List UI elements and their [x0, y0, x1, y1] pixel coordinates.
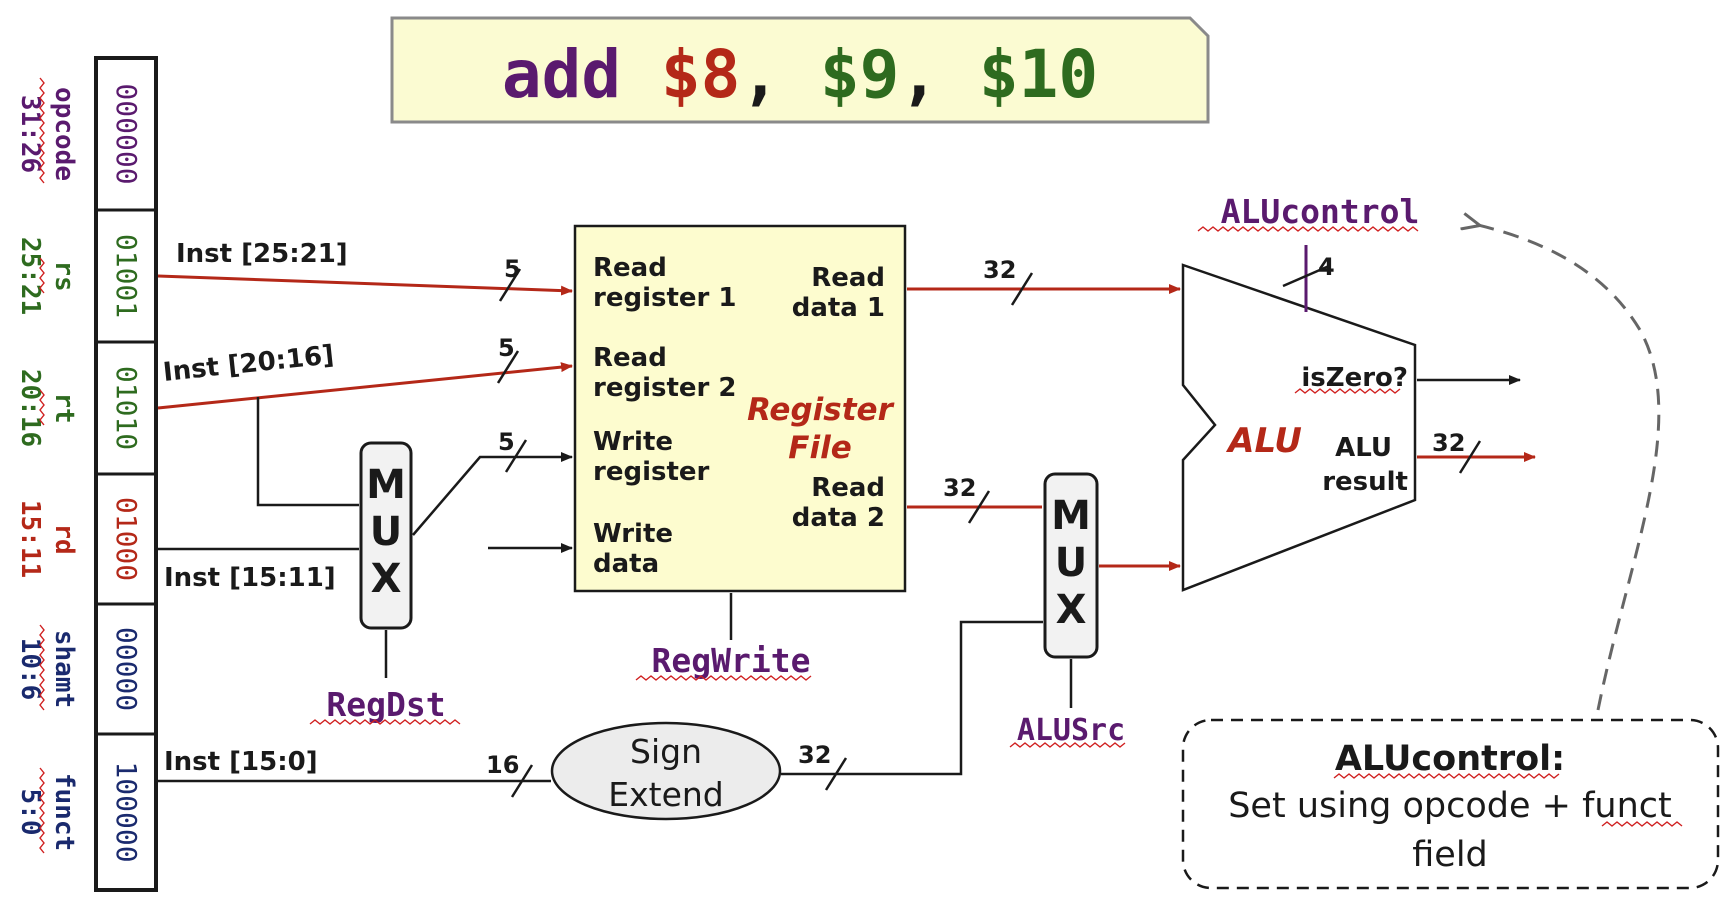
sign-extend: Sign Extend [550, 721, 782, 821]
read-data-1-label-l1: Read [811, 263, 885, 293]
width-32b: 32 [943, 474, 976, 502]
width-32a: 32 [983, 256, 1016, 284]
width-5b: 5 [498, 334, 515, 362]
alu-result-label-l2: result [1322, 467, 1408, 497]
regdst-mux-letter-x: X [371, 556, 402, 602]
alucontrol-note: ALUcontrol: Set using opcode + funct fie… [1181, 225, 1720, 890]
read-data-1-label-l2: data 1 [792, 293, 885, 323]
field-name-rd: rd [49, 523, 79, 554]
regdst-signal-label: RegDst [326, 685, 445, 724]
slash-5c [504, 439, 528, 473]
read-register-2-label-l2: register 2 [593, 373, 736, 403]
regdst-mux: M U X [359, 441, 413, 630]
alu-iszero-label: isZero? [1301, 363, 1408, 393]
wire-rt-to-regdst-mux [256, 397, 359, 507]
field-name-opcode: opcode [49, 87, 79, 181]
note-title: ALUcontrol: [1335, 739, 1565, 779]
alu: ALU isZero? ALU result [1181, 263, 1417, 592]
regdst-mux-letter-m: M [366, 462, 406, 508]
field-name-rt: rt [49, 392, 79, 423]
alusrc-mux-letter-x: X [1056, 587, 1087, 633]
read-register-1-label-l1: Read [593, 253, 667, 283]
field-value-rt: 01010 [110, 366, 143, 450]
alusrc-mux: M U X [1043, 472, 1099, 659]
slash-32a [1010, 272, 1034, 306]
wire-regdst-mux-to-write-reg [412, 452, 573, 536]
control-signals: RegDst RegWrite ALUSrc ALUcontrol [309, 192, 1420, 748]
regwrite-signal-label: RegWrite [652, 641, 811, 680]
wire-rs-to-read-reg1 [157, 274, 573, 296]
slash-32d [824, 757, 848, 791]
wire-sign-extend-to-mux [781, 620, 1043, 776]
width-5a: 5 [504, 255, 521, 283]
write-register-label-l1: Write [593, 427, 673, 457]
register-file: Read register 1 Read register 2 Write re… [573, 224, 907, 593]
field-labels: opcode 31:26 rs 25:21 rt 20:16 rd 15:11 … [15, 77, 79, 854]
field-value-funct: 100000 [110, 761, 143, 862]
inst-15-0-label: Inst [15:0] [164, 747, 318, 777]
width-16: 16 [486, 751, 519, 779]
slash-5a [498, 268, 522, 302]
sign-extend-label-l2: Extend [608, 775, 723, 814]
field-value-rd: 01000 [110, 497, 143, 581]
inst-25-21-label: Inst [25:21] [176, 239, 348, 269]
field-value-rs: 01001 [110, 234, 143, 318]
alusrc-mux-letter-m: M [1051, 493, 1091, 539]
alusrc-mux-letter-u: U [1055, 540, 1087, 586]
instruction-fields-box: 000000 01001 01010 01000 00000 100000 [94, 56, 158, 892]
width-5c: 5 [498, 428, 515, 456]
field-name-funct: funct [49, 773, 79, 851]
field-bits-rs: 25:21 [15, 237, 45, 315]
alu-label: ALU [1225, 421, 1302, 461]
register-file-title-l1: Register [747, 392, 894, 428]
field-bits-shamt: 10:6 [15, 638, 45, 701]
write-data-label-l1: Write [593, 519, 673, 549]
field-bits-rt: 20:16 [15, 369, 45, 447]
register-file-title-l2: File [788, 430, 851, 466]
slash-32b [967, 490, 991, 524]
field-bits-rd: 15:11 [15, 500, 45, 578]
read-data-2-label-l1: Read [811, 473, 885, 503]
field-value-opcode: 000000 [110, 83, 143, 184]
slash-5b [496, 350, 520, 384]
inst-20-16-label: Inst [20:16] [162, 340, 336, 388]
read-data-2-label-l2: data 2 [792, 503, 885, 533]
field-name-rs: rs [49, 260, 79, 291]
alu-result-label-l1: ALU [1335, 433, 1392, 463]
slash-32c [1458, 440, 1482, 474]
read-register-1-label-l2: register 1 [593, 283, 736, 313]
width-4: 4 [1318, 253, 1335, 281]
instruction-text: add $8, $9, $10 [502, 36, 1098, 113]
note-line-1: Set using opcode + funct [1228, 786, 1672, 826]
instruction-rt: $10 [979, 36, 1098, 113]
read-register-2-label-l1: Read [593, 343, 667, 373]
wires-black [158, 245, 1521, 783]
instruction-mnemonic: add [502, 36, 621, 113]
note-line-2: field [1412, 835, 1488, 875]
alusrc-signal-label: ALUSrc [1017, 713, 1125, 748]
instruction-rd: $8 [661, 36, 740, 113]
slash-4 [1282, 264, 1330, 288]
inst-15-11-label: Inst [15:11] [164, 563, 336, 593]
regdst-mux-letter-u: U [370, 509, 402, 555]
instruction-rs: $9 [820, 36, 899, 113]
field-value-shamt: 00000 [110, 627, 143, 711]
bus-width-slashes [496, 264, 1482, 798]
write-register-label-l2: register [593, 457, 710, 487]
write-data-label-l2: data [593, 549, 659, 579]
field-name-shamt: shamt [49, 630, 79, 708]
note-arrow [1478, 225, 1661, 711]
slash-16 [510, 764, 534, 798]
instruction-banner: add $8, $9, $10 [390, 16, 1210, 124]
width-32c: 32 [1432, 429, 1465, 457]
alucontrol-signal-label: ALUcontrol [1221, 192, 1420, 231]
width-32d: 32 [798, 741, 831, 769]
sign-extend-label-l1: Sign [630, 732, 702, 771]
